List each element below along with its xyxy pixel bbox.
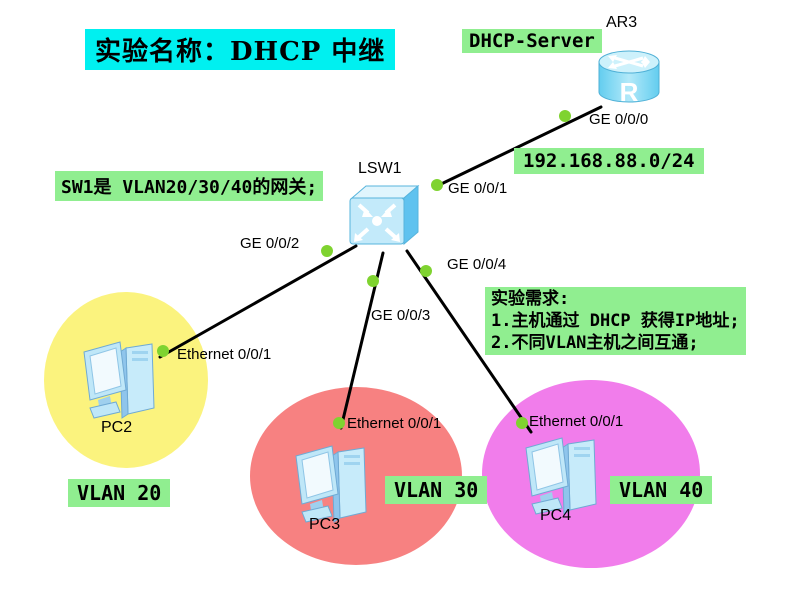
port-status-dots: [157, 110, 571, 429]
requirements-title: 实验需求:: [491, 289, 570, 309]
port-dot-lsw1-ge004: [420, 265, 432, 277]
link-ar3-lsw1: [435, 105, 603, 188]
vlan40-label: VLAN 40: [610, 476, 713, 504]
svg-text:R: R: [620, 77, 639, 107]
network-segment-note: 192.168.88.0/24: [514, 148, 704, 174]
link-lsw1-pc2: [158, 244, 358, 359]
pc2-icon[interactable]: [76, 334, 168, 427]
pc4-port-label: Ethernet 0/0/1: [529, 413, 624, 430]
port-dot-pc3: [333, 417, 345, 429]
pc4-icon[interactable]: [518, 430, 610, 523]
port-dot-lsw1-ge002: [321, 245, 333, 257]
vlan20-label: VLAN 20: [68, 479, 171, 507]
router-icon[interactable]: R: [594, 46, 664, 115]
port-dot-lsw1-ge001: [431, 179, 443, 191]
port-dot-pc4: [516, 417, 528, 429]
pc3-port-label: Ethernet 0/0/1: [347, 415, 442, 432]
switch-name-label: LSW1: [358, 160, 402, 177]
switch-icon[interactable]: [346, 180, 424, 257]
pc3-name-label: PC3: [309, 516, 341, 533]
router-name-label: AR3: [606, 14, 638, 31]
requirements-note: 实验需求: 1.主机通过 DHCP 获得IP地址; 2.不同VLAN主机之间互通…: [485, 287, 746, 355]
pc3-icon[interactable]: [288, 438, 380, 531]
pc2-port-label: Ethernet 0/0/1: [177, 346, 272, 363]
pc4-name-label: PC4: [540, 507, 572, 524]
switch-port-ge004-label: GE 0/0/4: [447, 256, 507, 273]
switch-port-ge001-label: GE 0/0/1: [448, 180, 508, 197]
dhcp-server-note: DHCP-Server: [462, 29, 602, 53]
experiment-title: 实验名称：DHCP 中继: [85, 29, 396, 70]
port-dot-ar3: [559, 110, 571, 122]
requirement-2: 2.不同VLAN主机之间互通;: [491, 333, 699, 353]
port-dot-pc2: [157, 345, 169, 357]
vlan30-label: VLAN 30: [385, 476, 488, 504]
switch-port-ge002-label: GE 0/0/2: [240, 235, 300, 252]
port-dot-lsw1-ge003: [367, 275, 379, 287]
link-lsw1-pc4: [405, 249, 533, 434]
switch-port-ge003-label: GE 0/0/3: [371, 307, 431, 324]
gateway-note: SW1是 VLAN20/30/40的网关;: [55, 171, 324, 201]
router-port-label: GE 0/0/0: [589, 111, 649, 128]
requirement-1: 1.主机通过 DHCP 获得IP地址;: [491, 311, 740, 331]
pc2-name-label: PC2: [101, 419, 133, 436]
